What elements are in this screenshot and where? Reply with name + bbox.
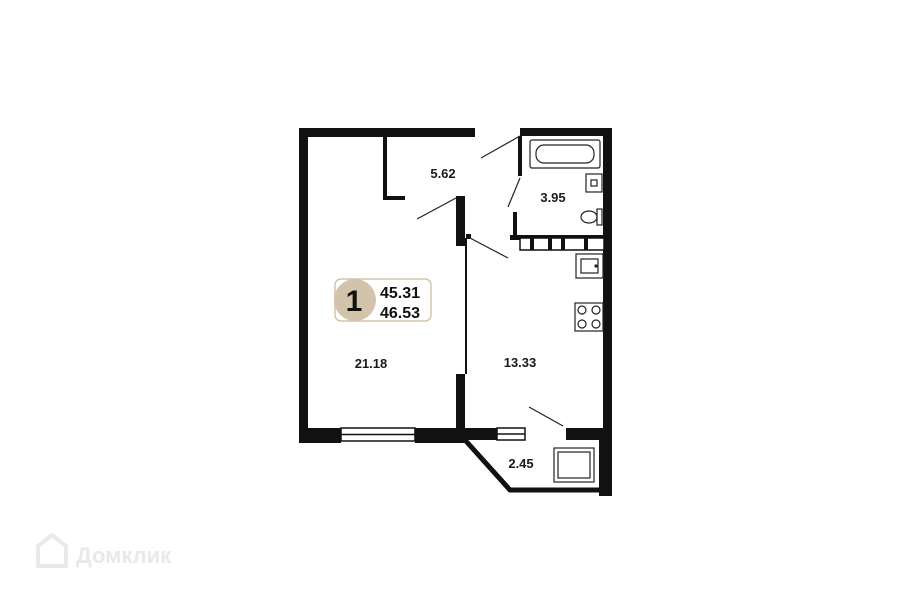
windows	[340, 427, 526, 442]
room-count: 1	[346, 285, 363, 318]
total-area: 45.31	[380, 285, 420, 302]
area-with-balcony: 46.53	[380, 305, 420, 322]
bathtub-icon	[529, 139, 601, 169]
watermark: Домклик	[36, 533, 172, 568]
balcony-cabinet	[553, 447, 595, 483]
area-badge: 1 45.31 46.53	[334, 278, 432, 322]
living-room-area: 21.18	[355, 356, 388, 371]
partition-wall	[465, 238, 467, 374]
door-swings	[416, 135, 564, 427]
bathroom-partition	[510, 235, 605, 251]
house-logo-icon	[36, 533, 68, 568]
walls	[299, 128, 612, 496]
room-count-circle	[334, 279, 376, 321]
toilet-icon	[580, 208, 603, 226]
balcony-outline	[463, 438, 599, 493]
stove-icon	[574, 302, 604, 332]
hallway-area: 5.62	[430, 166, 455, 181]
kitchen-area: 13.33	[504, 355, 537, 370]
sink-icon	[585, 173, 603, 193]
bathroom-area: 3.95	[540, 190, 565, 205]
balcony-area: 2.45	[508, 456, 533, 471]
watermark-text: Домклик	[76, 543, 172, 568]
kitchen-sink-icon	[575, 253, 604, 279]
